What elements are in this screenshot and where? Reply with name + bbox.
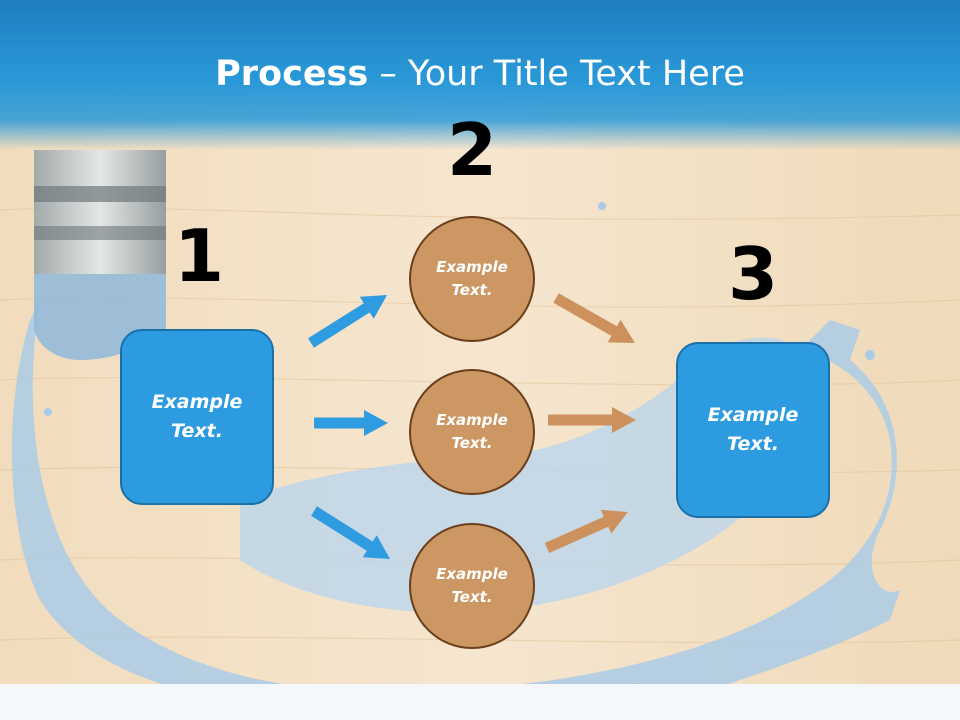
title-bar xyxy=(0,0,960,150)
paint-drop xyxy=(865,350,875,360)
circle-top: Example Text. xyxy=(409,216,535,342)
circle-bottom: Example Text. xyxy=(409,523,535,649)
circle-middle: Example Text. xyxy=(409,369,535,495)
circle-middle-label: Example Text. xyxy=(436,411,508,452)
paint-drop xyxy=(44,408,52,416)
circle-bottom-label: Example Text. xyxy=(436,565,508,606)
slide-title: Process – Your Title Text Here xyxy=(0,52,960,96)
step-number-2: 2 xyxy=(446,108,498,192)
left-process-box: Example Text. xyxy=(120,329,274,505)
paint-brush-ferrule xyxy=(34,150,166,274)
title-rest: – Your Title Text Here xyxy=(368,54,745,94)
left-box-label: Example Text. xyxy=(151,391,243,442)
arrow-blue-down xyxy=(311,506,390,559)
paint-splash xyxy=(11,300,901,718)
right-process-box: Example Text. xyxy=(676,342,830,518)
step-number-1: 1 xyxy=(173,214,225,298)
arrow-brown-middle xyxy=(548,407,636,433)
paint-drop xyxy=(598,202,606,210)
arrow-blue-middle xyxy=(314,410,388,436)
paint-splash-inner xyxy=(240,337,817,613)
bottom-band xyxy=(0,684,960,720)
arrow-blue-up xyxy=(308,295,387,348)
arrow-brown-up xyxy=(544,509,628,553)
title-bold: Process xyxy=(215,54,369,94)
step-number-3: 3 xyxy=(727,232,779,316)
paint-brush-band xyxy=(34,186,166,202)
right-box-label: Example Text. xyxy=(707,404,799,455)
paint-brush-band xyxy=(34,226,166,240)
circle-top-label: Example Text. xyxy=(436,258,508,299)
arrow-brown-down xyxy=(553,293,635,343)
